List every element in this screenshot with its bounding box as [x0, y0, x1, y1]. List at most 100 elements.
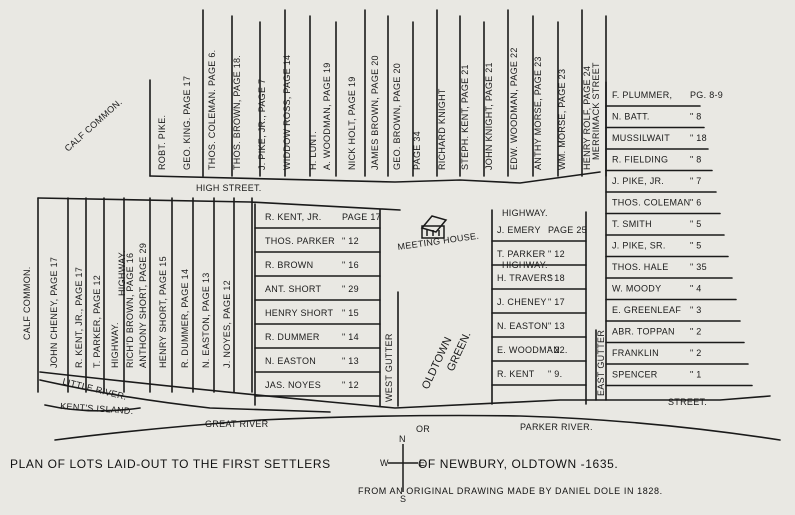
mid-lot-name: ANT. SHORT — [265, 284, 322, 294]
top-lot-label: GEO. BROWN, PAGE 20 — [392, 63, 402, 170]
west-lot-label: R. DUMMER, PAGE 14 — [180, 269, 190, 368]
east-lot-page: " 6 — [690, 198, 702, 208]
mid-lot-page: " 12 — [342, 380, 359, 390]
high-street-lower — [37, 197, 401, 211]
mid-lot-page: PAGE 17 — [342, 212, 381, 222]
top-lot-label: JOHN KNIGHT, PAGE 21 — [484, 62, 494, 170]
green-lot-page: " 9. — [548, 369, 562, 379]
top-lot-label: A. WOODMAN, PAGE 19 — [322, 62, 332, 170]
mid-lot-name: HENRY SHORT — [265, 308, 334, 318]
green-lot-page: " 12 — [548, 249, 565, 259]
green-lot-page: PAGE 25 — [548, 225, 587, 235]
east-lot-page: " 5 — [690, 219, 702, 229]
mid-lot-frame — [254, 203, 381, 407]
west-lot-label: HIGHWAY. — [110, 322, 120, 368]
mid-lot-page: " 14 — [342, 332, 359, 342]
green-block-frame — [491, 209, 587, 405]
highway-label-c: HIGHWAY. — [117, 250, 127, 296]
east-lot-name: E. GREENLEAF — [612, 305, 681, 315]
high-street-label: HIGH STREET. — [196, 183, 262, 193]
top-lot-label: WIDDOW ROSS, PAGE 14 — [282, 55, 292, 170]
mid-lot-name: R. BROWN — [265, 260, 313, 270]
east-lot-name: ABR. TOPPAN — [612, 327, 675, 337]
compass-south: S — [400, 494, 406, 504]
east-lot-name: THOS. COLEMAN — [612, 198, 690, 208]
parker-river-label: PARKER RIVER. — [520, 422, 593, 432]
or-label: OR — [416, 424, 430, 434]
top-lot-label: THOS. COLEMAN. PAGE 6. — [207, 50, 217, 170]
map-title-left: PLAN OF LOTS LAID-OUT TO THE FIRST SETTL… — [10, 457, 331, 471]
green-lot-name: H. TRAVERS — [497, 273, 553, 283]
mid-lot-name: THOS. PARKER — [265, 236, 335, 246]
top-lot-label: EDW. WOODMAN, PAGE 22 — [509, 47, 519, 170]
east-lot-page: " 8 — [690, 155, 702, 165]
green-lot-page: " 17 — [548, 297, 565, 307]
green-lot-name: E. WOODMAN — [497, 345, 560, 355]
east-lot-name: THOS. HALE — [612, 262, 669, 272]
west-lot-label: HENRY SHORT, PAGE 15 — [158, 256, 168, 368]
mid-lot-page: " 29 — [342, 284, 359, 294]
green-lot-page: " 18 — [548, 273, 565, 283]
kents-island-shore — [44, 404, 141, 412]
east-lot-page: PG. 8-9 — [690, 90, 723, 100]
east-lot-name: F. PLUMMER, — [612, 90, 672, 100]
merrimack-street-label: MERRIMACK STREET — [591, 62, 601, 160]
east-lot-name: MUSSILWAIT — [612, 133, 670, 143]
mid-lot-page: " 12 — [342, 236, 359, 246]
top-lot-label: RICHARD KNIGHT — [437, 88, 447, 170]
mid-lot-page: " 13 — [342, 356, 359, 366]
compass-west: W — [380, 458, 389, 468]
west-lot-label: T. PARKER, PAGE 12 — [92, 275, 102, 368]
west-lot-label: R. KENT, JR., PAGE 17 — [74, 267, 84, 368]
top-lot-label: ROBT. PIKE. — [157, 115, 167, 170]
great-river-bank — [54, 414, 781, 441]
green-lot-name: N. EASTON — [497, 321, 548, 331]
highway-label-a: HIGHWAY. — [502, 208, 548, 218]
west-lot-label: ANTHONY SHORT, PAGE 29 — [138, 243, 148, 368]
compass-north: N — [399, 434, 406, 444]
west-gutter-label: WEST GUTTER — [384, 333, 394, 402]
east-lot-page: " 7 — [690, 176, 702, 186]
east-lot-name: J. PIKE, SR. — [612, 241, 666, 251]
top-lot-label: H. LUNT. — [308, 131, 318, 170]
green-lot-name: R. KENT — [497, 369, 535, 379]
kents-island-label: KENT'S ISLAND. — [60, 401, 134, 416]
top-lot-label: NICK HOLT, PAGE 19 — [347, 76, 357, 170]
east-lot-name: T. SMITH — [612, 219, 652, 229]
east-lot-page: " 2 — [690, 348, 702, 358]
green-lot-page: " 22. — [548, 345, 568, 355]
east-lot-page: " 8 — [690, 112, 702, 122]
great-river-label: GREAT RIVER — [205, 419, 269, 429]
east-lot-name: FRANKLIN — [612, 348, 659, 358]
green-lot-name: T. PARKER — [497, 249, 546, 259]
green-lot-page: " 13 — [548, 321, 565, 331]
lot-boundaries — [37, 9, 781, 441]
east-lot-page: " 5 — [690, 241, 702, 251]
street-label: STREET. — [668, 397, 707, 407]
mid-lot-name: R. KENT, JR. — [265, 212, 322, 222]
east-lot-name: SPENCER — [612, 370, 658, 380]
little-river-bank-lower — [39, 379, 331, 413]
map-source-note: FROM AN ORIGINAL DRAWING MADE BY DANIEL … — [358, 486, 663, 496]
east-lot-name: J. PIKE, JR. — [612, 176, 664, 186]
mid-lot-name: R. DUMMER — [265, 332, 320, 342]
mid-lot-page: " 15 — [342, 308, 359, 318]
top-lot-label: JAMES BROWN, PAGE 20 — [370, 55, 380, 170]
top-lot-label: STEPH. KENT, PAGE 21 — [460, 64, 470, 170]
east-lot-page: " 1 — [690, 370, 702, 380]
meeting-house-icon — [420, 215, 448, 239]
green-lot-name: J. EMERY — [497, 225, 541, 235]
east-gutter-label: EAST GUTTER — [596, 330, 606, 396]
east-lot-name: W. MOODY — [612, 284, 661, 294]
green-lot-name: J. CHENEY — [497, 297, 547, 307]
top-lot-label: HENRY ROLF, PAGE 24 — [582, 66, 592, 170]
top-lot-label: WM. MORSE, PAGE 23 — [557, 69, 567, 170]
east-lot-name: R. FIELDING — [612, 155, 668, 165]
mid-lot-name: JAS. NOYES — [265, 380, 321, 390]
east-lot-page: " 35 — [690, 262, 707, 272]
compass-rose-icon — [388, 444, 418, 492]
west-lot-label: JOHN CHENEY, PAGE 17 — [49, 257, 59, 368]
calf-common-top-label: CALF COMMON. — [63, 97, 124, 154]
calf-common-left-label: CALF COMMON. — [22, 266, 32, 340]
